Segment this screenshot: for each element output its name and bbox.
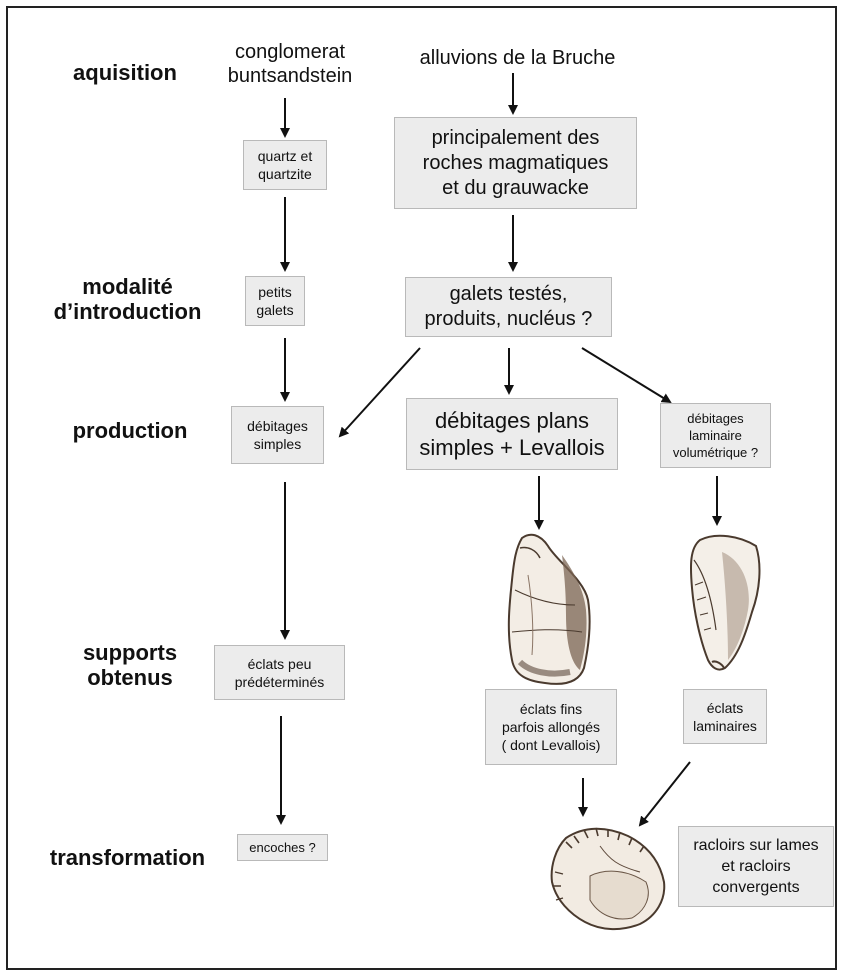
box-quartz-quartzite: quartz et quartzite	[243, 140, 327, 190]
stage-label-modalite: modalité d’introduction	[53, 274, 202, 324]
source-alluvions: alluvions de la Bruche	[419, 47, 616, 69]
elongated-flake-illustration	[507, 533, 591, 685]
box-racloirs: racloirs sur lames et racloirs convergen…	[678, 826, 834, 907]
stage-label-supports: supports obtenus	[82, 640, 178, 690]
box-galets-testes: galets testés, produits, nucléus ?	[405, 277, 612, 337]
box-debitages-plans-levallois: débitages plans simples + Levallois	[406, 398, 618, 470]
arrow-galets-to-debitages-laminaire	[581, 347, 672, 404]
box-eclats-laminaires: éclats laminaires	[683, 689, 767, 744]
laminar-flake-illustration	[690, 534, 761, 671]
diagram-frame	[6, 6, 837, 970]
box-encoches: encoches ?	[237, 834, 328, 861]
arrow-galets-to-debitages-simples	[338, 347, 421, 438]
box-eclats-fins: éclats fins parfois allongés ( dont Leva…	[485, 689, 617, 765]
arrow-eclats-laminaires-to-racloir	[638, 761, 691, 827]
box-debitages-simples: débitages simples	[231, 406, 324, 464]
stage-label-transformation: transformation	[49, 845, 206, 870]
stage-label-aquisition: aquisition	[73, 60, 177, 85]
box-petits-galets: petits galets	[245, 276, 305, 326]
source-conglomerat: conglomerat buntsandstein	[227, 41, 353, 87]
box-eclats-peu-predetermines: éclats peu prédéterminés	[214, 645, 345, 700]
box-roches-magmatiques: principalement des roches magmatiques et…	[394, 117, 637, 209]
box-debitages-laminaire: débitages laminaire volumétrique ?	[660, 403, 771, 468]
racloir-illustration	[550, 827, 666, 930]
stage-label-production: production	[72, 418, 188, 443]
